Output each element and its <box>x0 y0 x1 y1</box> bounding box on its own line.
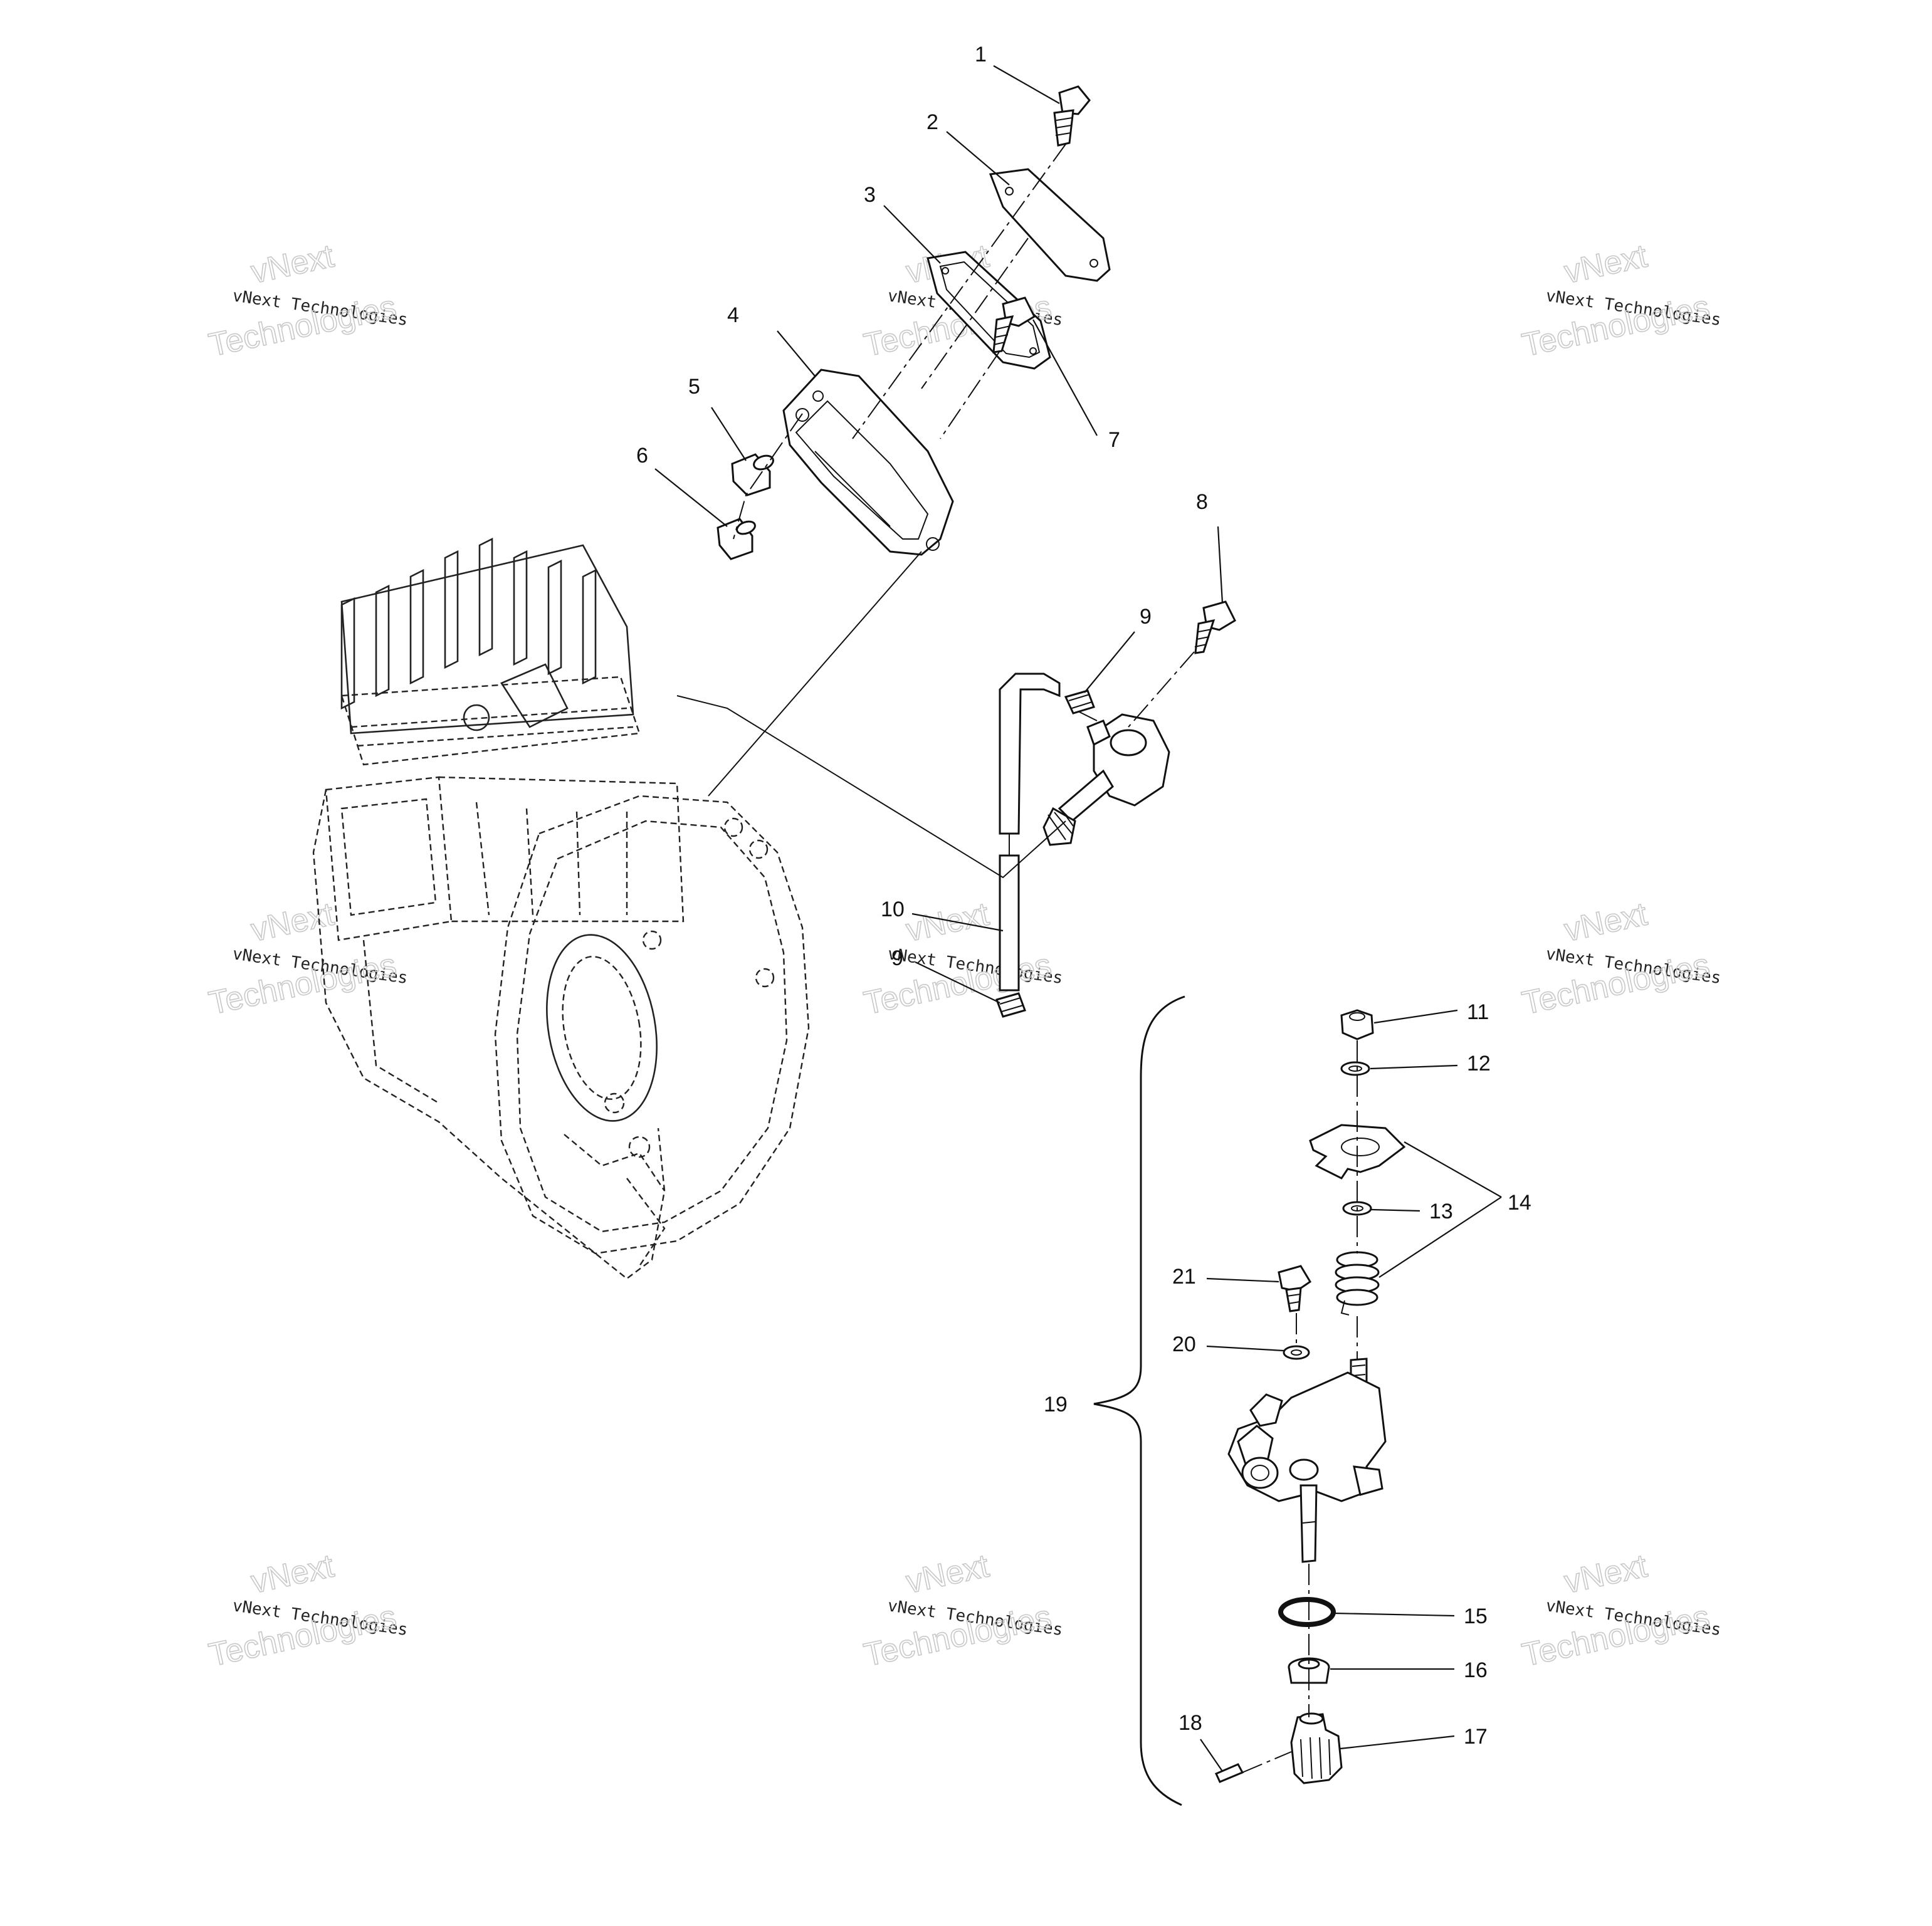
part-9-hose-clamp-lower <box>995 992 1026 1018</box>
watermark-mid-left: vNext vNext Technologies Technologies <box>205 896 409 1023</box>
callout-labels: 1 2 3 4 5 6 7 8 9 10 9 11 12 13 14 21 20… <box>636 43 1531 1749</box>
callout-2: 2 <box>927 110 938 134</box>
part-2-cover-plate <box>989 168 1111 282</box>
watermark-group: vNext vNext Technologies Technologies vN… <box>205 238 1722 1675</box>
part-8-screw <box>1194 600 1236 654</box>
callout-3: 3 <box>864 183 876 207</box>
part-15-o-ring <box>1278 1597 1336 1627</box>
watermark-big-word: vNext <box>903 1547 992 1600</box>
callout-13: 13 <box>1429 1200 1453 1223</box>
callout-20: 20 <box>1172 1332 1196 1356</box>
part-21-screw <box>1278 1265 1312 1312</box>
callout-12: 12 <box>1467 1052 1491 1076</box>
callout-9-upper: 9 <box>1140 605 1152 629</box>
part-12-lock-washer <box>1340 1061 1370 1076</box>
part-6-bushing <box>717 518 756 560</box>
watermark-top-left: vNext vNext Technologies Technologies <box>205 238 409 365</box>
watermark-big-word: vNext <box>248 238 337 290</box>
part-3-gasket <box>927 251 1051 370</box>
watermark-big-word: vNext <box>903 896 992 948</box>
part-11-nut <box>1340 1009 1374 1040</box>
callout-10: 10 <box>881 898 905 921</box>
watermark-top-right: vNext vNext Technologies Technologies <box>1518 238 1722 365</box>
watermark-bottom-center: vNext vNext Technologies Technologies <box>860 1547 1064 1675</box>
callout-1: 1 <box>975 43 987 66</box>
oil-pump-body <box>1227 1358 1387 1563</box>
engine-crankcase-outline <box>312 537 810 1280</box>
callout-6: 6 <box>636 444 648 468</box>
callout-11: 11 <box>1467 1000 1489 1024</box>
callout-17: 17 <box>1464 1725 1488 1749</box>
part-7-screw <box>992 296 1036 353</box>
group-19-brace <box>1093 995 1185 1806</box>
part-20-washer <box>1283 1345 1310 1360</box>
watermark-big-word: vNext <box>248 896 337 948</box>
callout-18: 18 <box>1179 1711 1202 1735</box>
callout-9-lower: 9 <box>891 946 903 970</box>
callout-19: 19 <box>1044 1393 1068 1416</box>
part-10-oil-line-hose <box>999 673 1061 992</box>
callout-5: 5 <box>688 375 700 399</box>
part-4-pump-cover-housing <box>782 369 954 556</box>
part-9-hose-clamp-upper <box>1064 689 1095 714</box>
watermark-bottom-right: vNext vNext Technologies Technologies <box>1518 1547 1722 1675</box>
watermark-bottom-left: vNext vNext Technologies Technologies <box>205 1547 409 1675</box>
watermark-big-word: vNext <box>1561 896 1651 948</box>
watermark-big-word: vNext <box>248 1547 337 1600</box>
watermark-big-word: vNext <box>1561 238 1651 290</box>
callout-8: 8 <box>1196 490 1208 514</box>
callout-16: 16 <box>1464 1658 1488 1682</box>
watermark-big-word: vNext <box>1561 1547 1651 1600</box>
callout-14: 14 <box>1508 1191 1531 1215</box>
part-17-drive-gear <box>1290 1712 1343 1784</box>
oil-pump-assembled <box>1042 713 1170 846</box>
part-5-bushing <box>731 453 774 496</box>
watermark-mid-right: vNext vNext Technologies Technologies <box>1518 896 1722 1023</box>
assembly-centerlines <box>676 144 1358 1773</box>
part-1-bolt <box>1053 85 1091 147</box>
callout-15: 15 <box>1464 1604 1488 1628</box>
callout-4: 4 <box>727 303 739 327</box>
part-14-return-spring <box>1335 1251 1380 1316</box>
callout-7: 7 <box>1108 428 1120 452</box>
callout-21: 21 <box>1172 1265 1196 1289</box>
leader-lines <box>654 65 1502 1772</box>
